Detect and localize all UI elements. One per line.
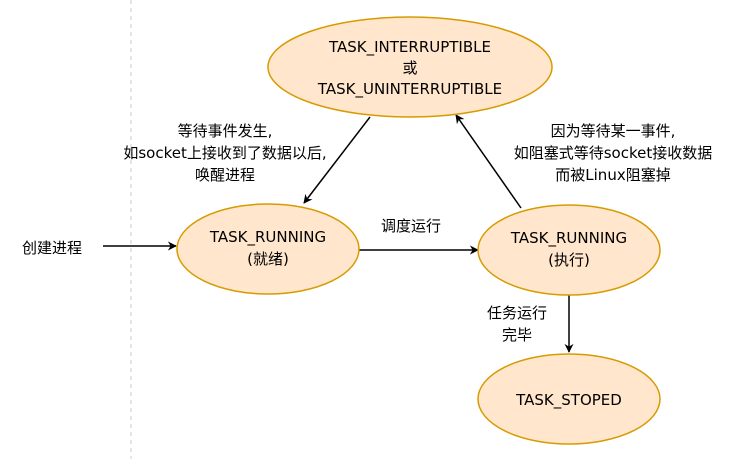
- edge-wait-to-ready-label-line3: 唤醒进程: [195, 166, 255, 184]
- state-waiting-line3: TASK_UNINTERRUPTIBLE: [317, 80, 502, 99]
- edge-wait-to-ready-arrow: [303, 116, 371, 204]
- state-waiting-line2: 或: [402, 59, 417, 77]
- edge-run-to-wait: [455, 114, 522, 209]
- state-stopped-shape: [478, 354, 660, 444]
- state-ready: TASK_RUNNING (就绪): [176, 203, 360, 295]
- state-running: TASK_RUNNING (执行): [477, 204, 661, 296]
- state-waiting-shape: [268, 17, 552, 117]
- state-ready-line2: (就绪): [247, 250, 289, 268]
- edge-run-to-wait-arrow: [455, 114, 522, 209]
- edge-run-to-wait-label-line1: 因为等待某一事件,: [551, 122, 676, 140]
- state-stopped: TASK_STOPED: [477, 353, 661, 445]
- state-ready-shape: [177, 204, 359, 294]
- edge-create-label: 创建进程: [22, 239, 82, 257]
- edge-schedule-label: 调度运行: [381, 217, 441, 235]
- edge-finish-label-line2: 完毕: [502, 326, 532, 344]
- edge-run-to-wait-label-line3: 而被Linux阻塞掉: [555, 166, 670, 184]
- state-stopped-outline: [477, 353, 661, 445]
- edge-run-to-wait-label: 因为等待某一事件, 如阻塞式等待socket接收数据 而被Linux阻塞掉: [514, 122, 713, 184]
- state-ready-line1: TASK_RUNNING: [209, 228, 326, 247]
- state-running-shape: [478, 205, 660, 295]
- edge-wait-to-ready-label-line2: 如socket上接收到了数据以后,: [123, 144, 326, 162]
- edge-finish-label-line1: 任务运行: [487, 304, 547, 322]
- state-waiting-outline: [267, 16, 553, 118]
- state-stopped-line1: TASK_STOPED: [515, 391, 622, 410]
- state-waiting: TASK_INTERRUPTIBLE 或 TASK_UNINTERRUPTIBL…: [267, 16, 553, 118]
- state-ready-outline: [176, 203, 360, 295]
- edge-finish-label: 任务运行 完毕: [487, 304, 547, 344]
- edge-wait-to-ready-label: 等待事件发生, 如socket上接收到了数据以后, 唤醒进程: [123, 122, 326, 184]
- state-running-outline: [477, 204, 661, 296]
- state-running-line1: TASK_RUNNING: [510, 229, 627, 248]
- state-waiting-line1: TASK_INTERRUPTIBLE: [328, 38, 491, 57]
- edge-run-to-wait-label-line2: 如阻塞式等待socket接收数据: [514, 144, 713, 162]
- edge-wait-to-ready: [303, 116, 371, 204]
- state-running-line2: (执行): [548, 251, 590, 269]
- edge-wait-to-ready-label-line1: 等待事件发生,: [178, 122, 273, 140]
